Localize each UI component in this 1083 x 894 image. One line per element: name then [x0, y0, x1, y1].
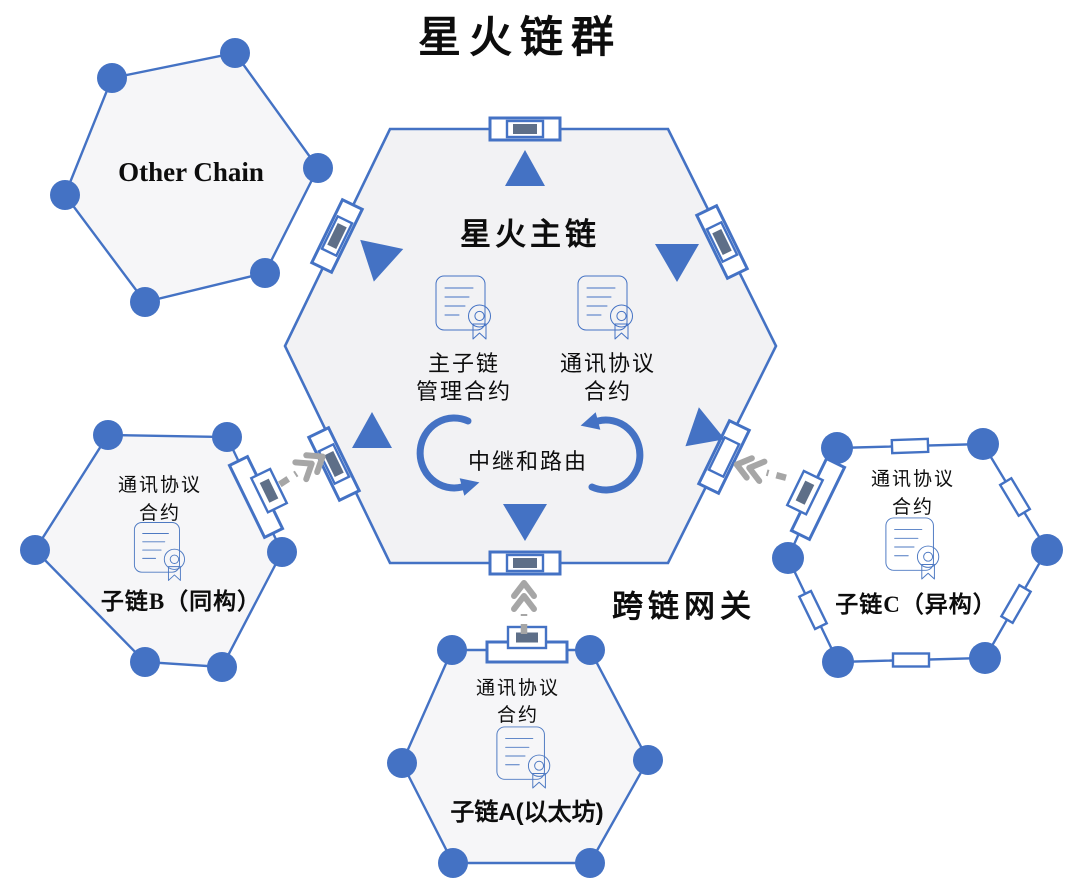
node-circle [387, 748, 417, 778]
subchain-c-label: 子链C（异构） [835, 591, 997, 617]
node-circle [207, 652, 237, 682]
gateway-icon-bottom [488, 550, 562, 576]
subchain-a-hexagon: 通讯协议 合约 子链A(以太坊) [387, 625, 663, 878]
contract-label-line: 合约 [584, 379, 632, 404]
node-circle [575, 635, 605, 665]
other-chain-hexagon: Other Chain [50, 38, 333, 317]
node-circle [93, 420, 123, 450]
node-circle [575, 848, 605, 878]
triangle-arrow-down-upper-right [655, 244, 699, 282]
contract-label-line: 主子链 [428, 351, 500, 376]
node-circle [97, 63, 127, 93]
subchain-b-label: 子链B（同构） [101, 588, 261, 614]
chain-link [891, 652, 931, 668]
node-circle [303, 153, 333, 183]
dashed-arrow-from-b [274, 448, 328, 493]
contract-label-line: 通讯协议 [560, 351, 656, 376]
chain-link [890, 437, 930, 455]
node-circle [20, 535, 50, 565]
subchain-contract-line: 通讯协议 [476, 677, 560, 699]
subchain-c-hexagon: 通讯协议 合约 子链C（异构） [772, 428, 1063, 678]
other-chain-label: Other Chain [118, 157, 264, 187]
subchain-contract-line: 合约 [139, 502, 181, 524]
node-circle [967, 428, 999, 460]
triangle-arrow-up-top [505, 150, 545, 186]
relay-cycle-icon [416, 412, 644, 496]
node-circle [821, 432, 853, 464]
gateway-icon-top [488, 116, 562, 142]
node-circle [130, 647, 160, 677]
node-circle [1031, 534, 1063, 566]
node-circle [212, 422, 242, 452]
subchain-contract-line: 合约 [892, 496, 934, 518]
node-circle [220, 38, 250, 68]
subchain-contract-line: 通讯协议 [871, 468, 955, 490]
node-circle [437, 635, 467, 665]
subchain-contract-line: 合约 [497, 704, 539, 726]
node-circle [633, 745, 663, 775]
subchain-b-hexagon: 通讯协议 合约 子链B（同构） [20, 420, 298, 682]
dashed-arrow-from-c [734, 455, 788, 488]
triangle-arrow-down-bottom [503, 504, 547, 541]
triangle-arrow-down-upper-left [360, 239, 404, 282]
page-title: 星火链群 [418, 14, 622, 62]
triangle-arrow-up-left [352, 412, 392, 448]
relay-label: 中继和路由 [468, 449, 588, 474]
main-chain-title: 星火主链 [460, 217, 600, 252]
node-circle [50, 180, 80, 210]
contract-label-line: 管理合约 [416, 379, 512, 404]
node-circle [822, 646, 854, 678]
node-circle [130, 287, 160, 317]
cross-chain-gateway-label: 跨链网关 [612, 589, 756, 624]
main-chain-hexagon [283, 127, 778, 565]
node-circle [969, 642, 1001, 674]
node-circle [772, 542, 804, 574]
subchain-contract-line: 通讯协议 [118, 474, 202, 496]
triangle-arrow-up-right [685, 407, 725, 447]
node-circle [267, 537, 297, 567]
subchain-a-label: 子链A(以太坊) [450, 798, 603, 826]
node-circle [438, 848, 468, 878]
node-circle [250, 258, 280, 288]
